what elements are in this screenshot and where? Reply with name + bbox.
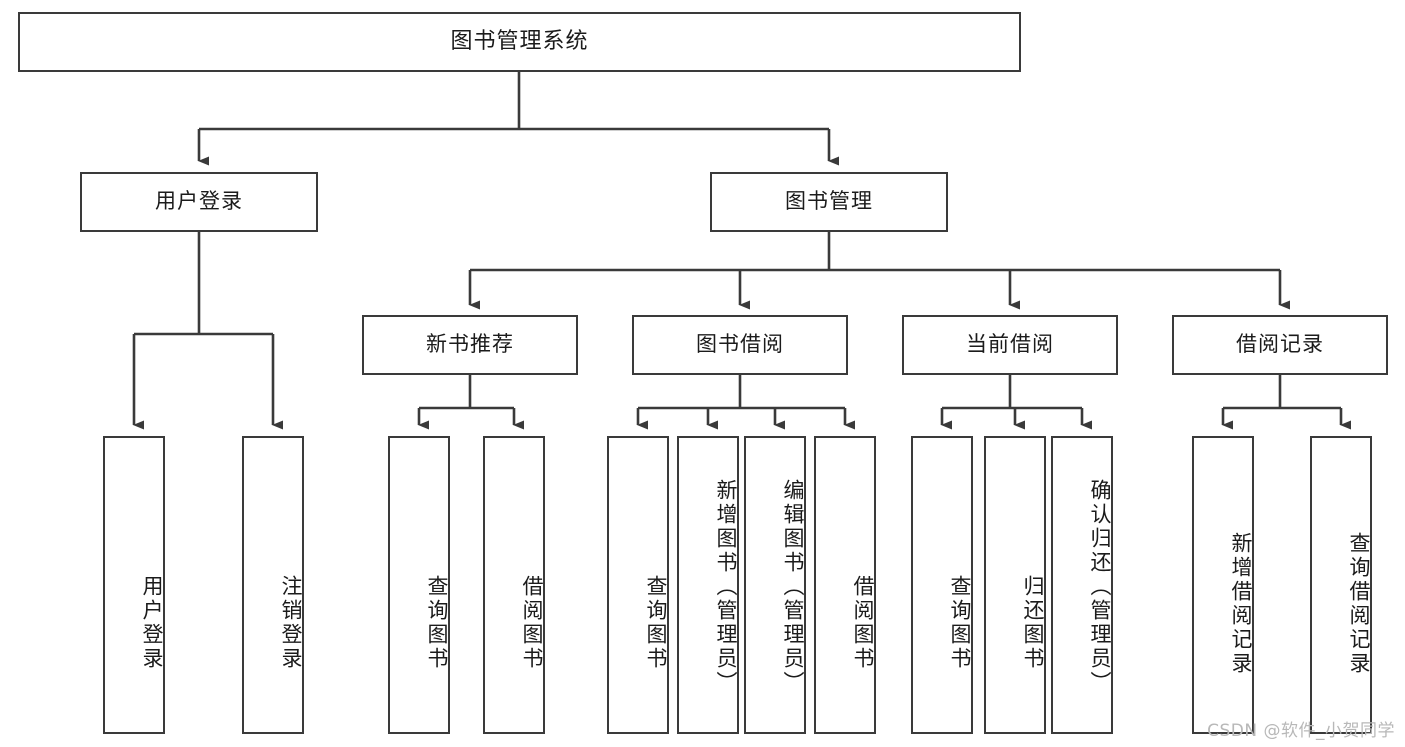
leaf-query-book-2[interactable]: 查询图书 [607,436,669,734]
leaf-return-book[interactable]: 归还图书 [984,436,1046,734]
leaf-query-record[interactable]: 查询借阅记录 [1310,436,1372,734]
leaf-borrow-book-2[interactable]: 借阅图书 [814,436,876,734]
leaf-edit-book[interactable]: 编辑图书（管理员） [744,436,806,734]
leaf-logout-login[interactable]: 注销登录 [242,436,304,734]
node-book-management[interactable]: 图书管理 [710,172,948,232]
node-user-login[interactable]: 用户登录 [80,172,318,232]
leaf-query-book-3[interactable]: 查询图书 [911,436,973,734]
node-new-book-recommend[interactable]: 新书推荐 [362,315,578,375]
leaf-query-book-1[interactable]: 查询图书 [388,436,450,734]
leaf-confirm-return[interactable]: 确认归还（管理员） [1051,436,1113,734]
node-book-borrow[interactable]: 图书借阅 [632,315,848,375]
leaf-add-record[interactable]: 新增借阅记录 [1192,436,1254,734]
leaf-add-book[interactable]: 新增图书（管理员） [677,436,739,734]
leaf-user-login[interactable]: 用户登录 [103,436,165,734]
node-root-system[interactable]: 图书管理系统 [18,12,1021,72]
node-current-borrow[interactable]: 当前借阅 [902,315,1118,375]
node-borrow-record[interactable]: 借阅记录 [1172,315,1388,375]
leaf-borrow-book-1[interactable]: 借阅图书 [483,436,545,734]
